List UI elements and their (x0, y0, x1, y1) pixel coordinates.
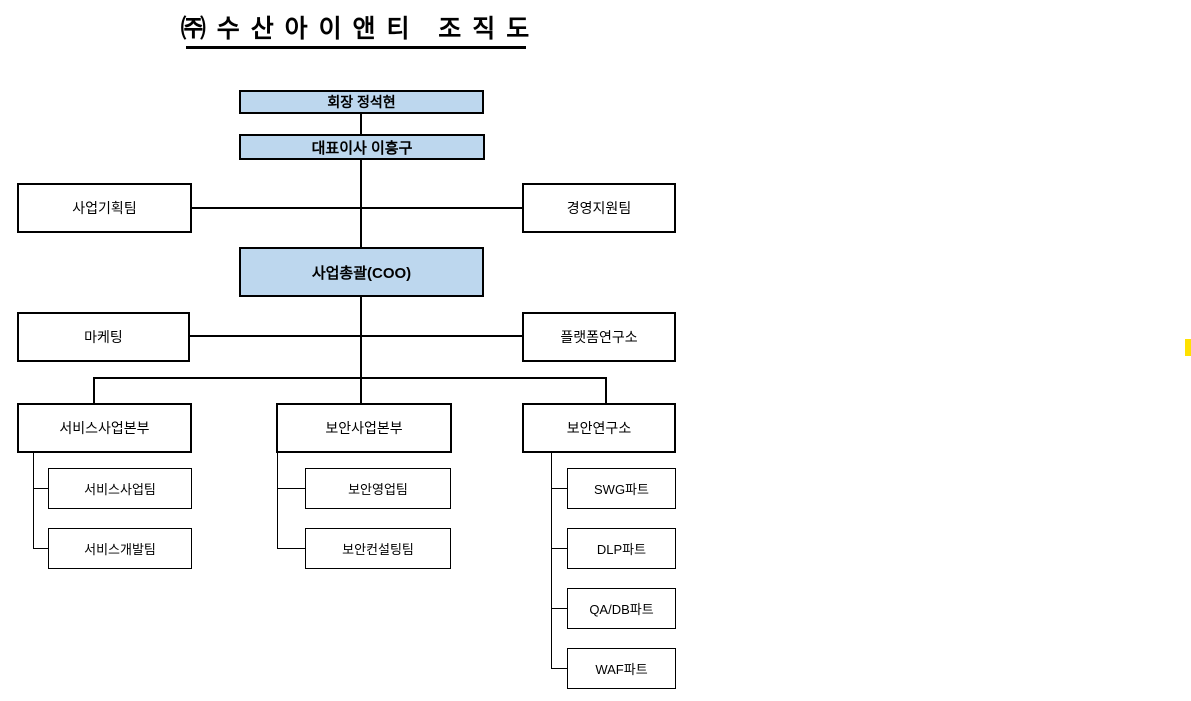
org-box-security-div-label: 보안사업본부 (325, 420, 403, 436)
org-box-qa-db-part-label: QA/DB파트 (589, 602, 654, 617)
connector-ceo-coo (360, 159, 362, 247)
org-box-security-sales-team[interactable]: 보안영업팀 (305, 468, 451, 509)
connector-security-lab-spine (551, 452, 552, 668)
org-box-service-div[interactable]: 서비스사업본부 (17, 403, 192, 453)
org-box-platform-lab[interactable]: 플랫폼연구소 (522, 312, 676, 362)
org-box-marketing-label: 마케팅 (84, 329, 123, 345)
connector-stub-dlp (551, 548, 567, 549)
org-box-security-div[interactable]: 보안사업본부 (276, 403, 452, 453)
org-box-waf-part[interactable]: WAF파트 (567, 648, 676, 689)
connector-service-div-spine (33, 452, 34, 548)
org-box-service-div-label: 서비스사업본부 (59, 420, 150, 436)
org-box-security-consulting-team[interactable]: 보안컨설팅팀 (305, 528, 451, 569)
org-box-service-biz-team-label: 서비스사업팀 (84, 482, 156, 497)
org-box-security-lab-label: 보안연구소 (566, 420, 632, 436)
org-box-ceo-label: 대표이사 이흥구 (311, 139, 413, 157)
connector-drop-service-div (93, 377, 95, 403)
org-box-chairman[interactable]: 회장 정석현 (239, 90, 484, 114)
connector-stub-service-biz (33, 488, 48, 489)
connector-planning-support (192, 207, 522, 209)
org-box-service-dev-team[interactable]: 서비스개발팀 (48, 528, 192, 569)
org-box-coo-label: 사업총괄(COO) (311, 264, 412, 282)
connector-stub-waf (551, 668, 567, 669)
org-box-waf-part-label: WAF파트 (595, 662, 648, 677)
org-box-security-sales-team-label: 보안영업팀 (348, 482, 408, 497)
org-box-mgmt-support[interactable]: 경영지원팀 (522, 183, 676, 233)
connector-chairman-ceo (360, 113, 362, 134)
org-box-service-biz-team[interactable]: 서비스사업팀 (48, 468, 192, 509)
org-box-chairman-label: 회장 정석현 (327, 94, 396, 110)
org-box-ceo[interactable]: 대표이사 이흥구 (239, 134, 485, 160)
org-box-coo[interactable]: 사업총괄(COO) (239, 247, 484, 297)
org-box-swg-part[interactable]: SWG파트 (567, 468, 676, 509)
connector-stub-swg (551, 488, 567, 489)
connector-drop-security-lab (605, 377, 607, 403)
org-box-mgmt-support-label: 경영지원팀 (566, 200, 632, 216)
org-box-marketing[interactable]: 마케팅 (17, 312, 190, 362)
connector-stub-service-dev (33, 548, 48, 549)
connector-stub-security-consulting (277, 548, 305, 549)
connector-branch-bar (93, 377, 607, 379)
org-box-security-consulting-team-label: 보안컨설팅팀 (342, 542, 414, 557)
connector-security-div-spine (277, 452, 278, 548)
org-box-biz-planning-label: 사업기획팀 (72, 200, 137, 216)
org-box-platform-lab-label: 플랫폼연구소 (560, 329, 638, 345)
connector-stub-security-sales (277, 488, 305, 489)
org-box-dlp-part-label: DLP파트 (596, 542, 647, 557)
connector-coo-branches (360, 296, 362, 403)
org-box-service-dev-team-label: 서비스개발팀 (84, 542, 156, 557)
org-box-biz-planning[interactable]: 사업기획팀 (17, 183, 192, 233)
page-title: ㈜ 수 산 아 이 앤 티 조 직 도 (181, 10, 529, 49)
yellow-caret-mark (1185, 339, 1191, 356)
connector-marketing-platform (190, 335, 522, 337)
connector-stub-qa-db (551, 608, 567, 609)
org-box-security-lab[interactable]: 보안연구소 (522, 403, 676, 453)
org-box-qa-db-part[interactable]: QA/DB파트 (567, 588, 676, 629)
org-box-dlp-part[interactable]: DLP파트 (567, 528, 676, 569)
org-box-swg-part-label: SWG파트 (594, 482, 649, 497)
